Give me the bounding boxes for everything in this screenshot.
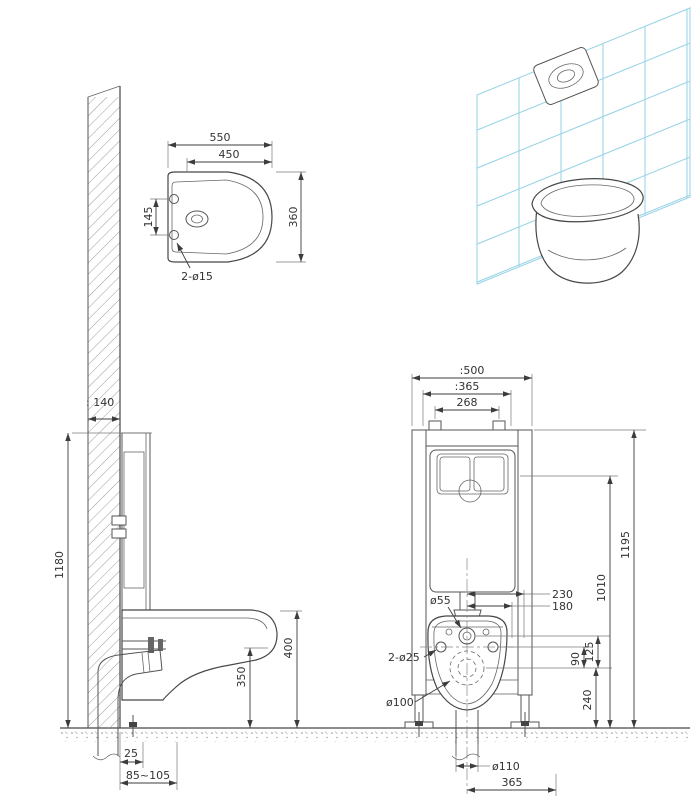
dim-240-label: 240	[581, 690, 594, 711]
bowl-front-outline	[427, 615, 508, 711]
dim-350-label: 350	[235, 667, 248, 688]
drain-elbow	[92, 649, 163, 761]
dim-1180-label: 1180	[53, 551, 66, 579]
floor-anchor-side	[129, 715, 137, 737]
tiled-wall-border	[476, 7, 691, 285]
floor-anchors-front	[415, 712, 529, 737]
dim-1010-label: 1010	[595, 574, 608, 602]
leader-flush-hole	[447, 606, 462, 629]
dim-25-label: 25	[124, 747, 138, 760]
dim-1195-label: 1195	[619, 531, 632, 559]
mounting-frame	[404, 420, 540, 729]
seat-line	[122, 617, 268, 630]
dim-145-label: 145	[142, 207, 155, 228]
bowl-outline	[167, 171, 273, 263]
dim-180-label: 180	[552, 600, 573, 613]
drain-hole-100	[449, 650, 485, 686]
inlet-fitting	[111, 515, 127, 526]
floor	[60, 727, 690, 742]
dim-500-label: :500	[460, 364, 485, 377]
hanger-bracket-right	[492, 420, 506, 431]
leader-drain-hole	[414, 680, 451, 703]
dim-125-label: 125	[583, 642, 596, 663]
pipe-diameter-label: ø110	[492, 760, 520, 773]
dim-268-label: 268	[457, 396, 478, 409]
flush-inlet	[185, 210, 209, 228]
wall-hatch	[88, 97, 120, 728]
dim-400-label: 400	[282, 638, 295, 659]
flush-hole-label: ø55	[430, 594, 451, 607]
dim-450-label: 450	[219, 148, 240, 161]
fixing-hole-right	[487, 641, 499, 653]
dim-140-label: : 140	[86, 396, 114, 409]
fixing-hole-left	[435, 641, 447, 653]
front-view: :500 :365 268 1195 1010 230 180 125 90 2…	[386, 364, 646, 796]
toilet-3d	[531, 178, 644, 284]
fixing-holes-label: 2-ø25	[388, 651, 420, 664]
dim-550-label: 550	[210, 131, 231, 144]
hanger-bracket-left	[428, 420, 442, 431]
fixing-holes-label: 2-ø15	[181, 270, 213, 283]
top-view: 550 450 360 145 2-ø15	[142, 131, 306, 283]
dim-230-label: 230	[552, 588, 573, 601]
bowl-rim	[171, 179, 264, 255]
cistern-side	[123, 451, 145, 589]
leader-fixing-holes	[176, 242, 191, 269]
dim-360-label: 360	[287, 207, 300, 228]
dim-365-top-label: :365	[455, 380, 480, 393]
perspective-view	[476, 7, 691, 285]
dim-85-105-label: 85~105	[126, 769, 170, 782]
ground-hatch	[60, 729, 690, 742]
drain-hole-label: ø100	[386, 696, 414, 709]
fixing-hardware	[122, 637, 166, 653]
dim-90-label: 90	[569, 652, 582, 666]
leader-fixing-holes	[423, 649, 437, 658]
flush-hole-55	[458, 627, 476, 645]
pipe-break	[92, 753, 121, 761]
flush-plate	[533, 47, 599, 105]
dim-365-bottom-label: 365	[502, 776, 523, 789]
concealed-cistern	[429, 449, 516, 593]
side-view: : 140 1180 400 350 25 85~105	[53, 85, 302, 790]
bowl-side-profile	[121, 609, 278, 701]
